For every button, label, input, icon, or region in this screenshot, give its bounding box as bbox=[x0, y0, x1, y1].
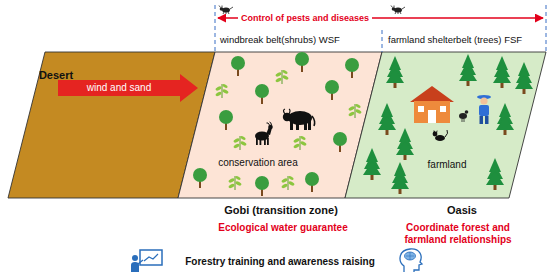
brain-icon bbox=[400, 249, 422, 272]
dashed-limit bbox=[215, 5, 216, 52]
gobi-band: windbreak belt(shrubs) WSF conservation a… bbox=[176, 30, 386, 244]
zone-name: Desert bbox=[39, 69, 73, 82]
dashed-limit bbox=[382, 30, 383, 52]
band-outline bbox=[345, 52, 546, 198]
pest-icon bbox=[219, 6, 233, 15]
oasis-band: farmland shelterbelt (trees) FSF farmland… bbox=[343, 30, 548, 252]
zone-name: Gobi (transition zone) bbox=[224, 204, 338, 217]
training-icon bbox=[131, 250, 162, 272]
zone-limit-lines bbox=[215, 5, 546, 52]
pest-icon bbox=[391, 6, 405, 15]
goal-label: Coordinate forest and farmland relations… bbox=[387, 222, 529, 246]
area-label: farmland bbox=[428, 159, 467, 171]
goal-label: Ecological water guarantee bbox=[218, 222, 348, 234]
desert-band: wind and sand Desert bbox=[6, 50, 218, 226]
dashed-limit bbox=[546, 5, 547, 52]
house-window bbox=[418, 106, 424, 112]
house-wall bbox=[414, 101, 450, 123]
arrow-shape bbox=[58, 74, 198, 102]
house-window bbox=[440, 106, 446, 112]
band-outline bbox=[6, 50, 218, 226]
belt-label: farmland shelterbelt (trees) FSF bbox=[388, 34, 522, 45]
band-outline bbox=[343, 30, 548, 252]
area-label: conservation area bbox=[218, 157, 298, 169]
arrow-label: wind and sand bbox=[87, 82, 152, 94]
wind-arrow: wind and sand bbox=[58, 74, 198, 102]
zone-name: Oasis bbox=[447, 204, 477, 217]
belt-label: windbreak belt(shrubs) WSF bbox=[220, 34, 340, 45]
training-label: Forestry training and awareness raising bbox=[185, 256, 375, 268]
pest-control-label: Control of pests and diseases bbox=[238, 13, 372, 24]
house-door bbox=[428, 110, 436, 123]
